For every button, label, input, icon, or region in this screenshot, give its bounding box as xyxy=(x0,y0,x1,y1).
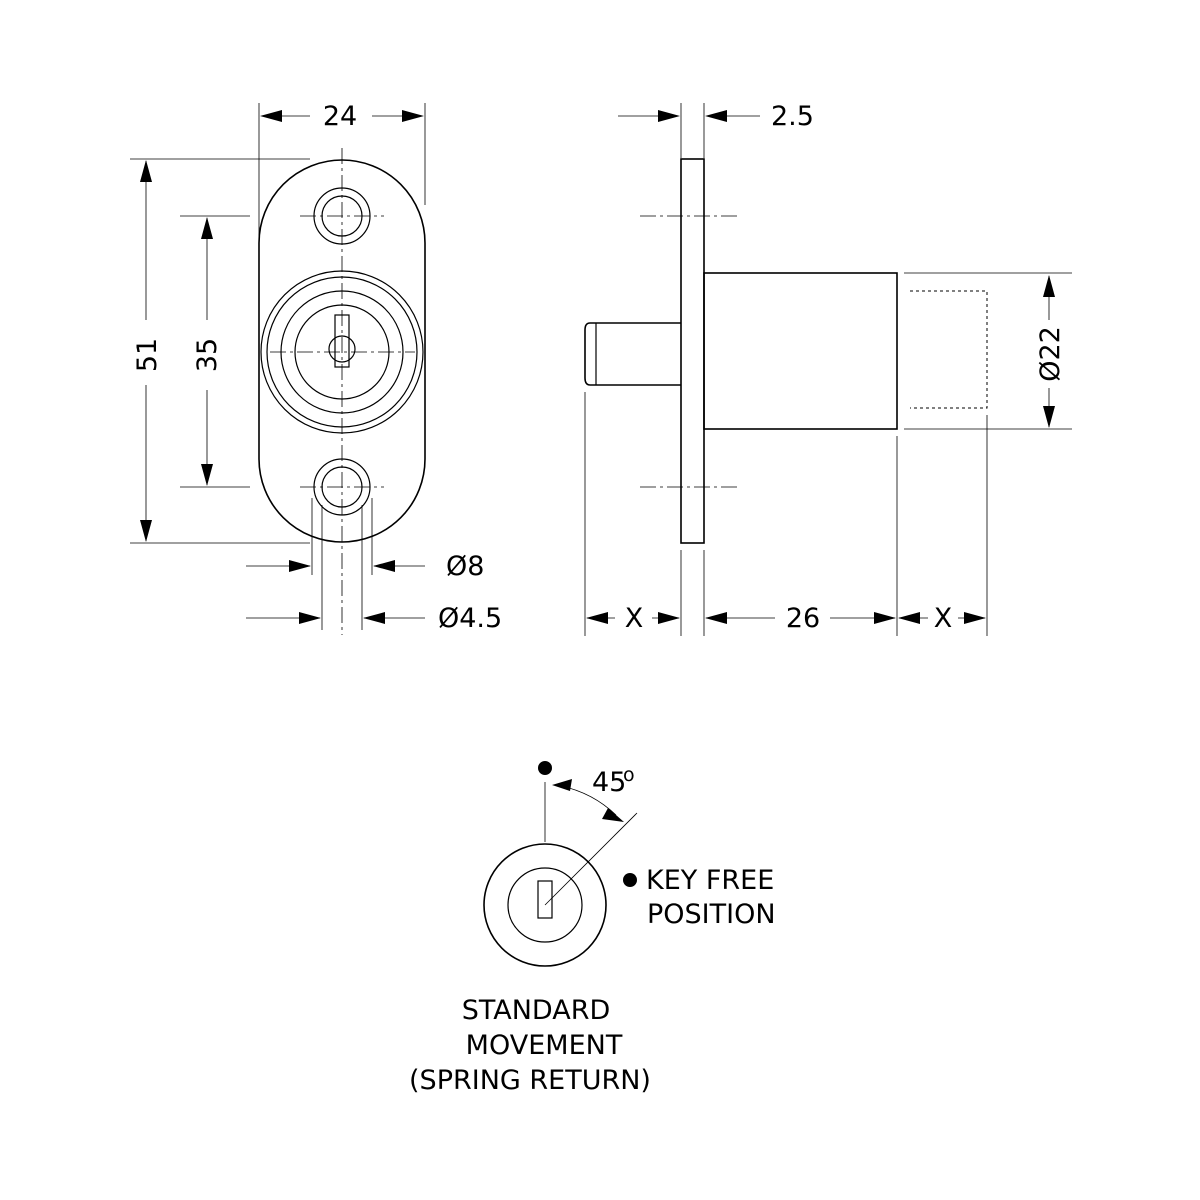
dim-body-diameter: Ø22 xyxy=(1035,275,1066,428)
dim-head-diameter-text: Ø8 xyxy=(446,551,484,582)
key-cylinder-inner xyxy=(507,867,583,943)
movement-label-line1: STANDARD xyxy=(462,995,611,1026)
dim-hole-diameter: Ø4.5 xyxy=(246,603,502,634)
dim-flange-thickness: 2.5 xyxy=(618,101,814,132)
dim-body-diameter-text: Ø22 xyxy=(1035,326,1066,382)
dim-flange-thickness-text: 2.5 xyxy=(771,101,814,132)
side-plunger-pin xyxy=(584,322,681,386)
key-cylinder-outer xyxy=(483,843,607,967)
dim-head-diameter: Ø8 xyxy=(246,551,484,582)
bottom-hole-inner xyxy=(321,466,363,508)
key-position-view: 45 o KEY FREE POSITION STANDARD MOVEMENT… xyxy=(409,761,776,1096)
front-keyway-hub xyxy=(328,335,356,363)
key-free-label-line1: KEY FREE xyxy=(646,865,774,896)
dim-projection-left: X xyxy=(586,603,680,634)
dim-hole-diameter-text: Ø4.5 xyxy=(438,603,502,634)
key-free-label-line2: POSITION xyxy=(647,899,776,930)
dim-projection-right-text: X xyxy=(934,603,953,634)
movement-label-line2: MOVEMENT xyxy=(466,1030,623,1061)
side-flange xyxy=(680,158,705,544)
dim-width-text: 24 xyxy=(323,101,357,132)
side-hidden-projection xyxy=(910,290,988,409)
angle-label: 45 xyxy=(592,767,626,798)
dim-projection-left-text: X xyxy=(625,603,644,634)
side-view: 2.5 Ø22 X 26 xyxy=(584,101,1072,636)
key-start-dot xyxy=(538,761,552,775)
dim-width-24: 24 xyxy=(260,101,424,132)
top-hole-inner xyxy=(321,195,363,237)
side-body xyxy=(703,272,898,430)
top-hole-outer xyxy=(313,187,371,245)
key-free-dot xyxy=(623,873,637,887)
key-45-degree-line xyxy=(544,812,638,906)
cylinder-ring-1 xyxy=(260,270,424,434)
dim-hole-spacing-35: 35 xyxy=(192,217,223,486)
angle-unit: o xyxy=(623,764,635,786)
dim-hole-spacing-text: 35 xyxy=(192,338,223,372)
front-plate-outline xyxy=(258,159,426,543)
cylinder-ring-2 xyxy=(266,276,418,428)
dim-body-length: 26 xyxy=(705,603,896,634)
dim-height-51: 51 xyxy=(132,160,163,542)
dim-body-length-text: 26 xyxy=(786,603,820,634)
dim-projection-right: X xyxy=(898,603,986,634)
cylinder-ring-3 xyxy=(280,290,404,414)
cylinder-ring-4 xyxy=(294,304,390,400)
bottom-hole-outer xyxy=(313,458,371,516)
key-slot xyxy=(537,880,553,919)
dim-height-text: 51 xyxy=(132,338,163,372)
front-keyway xyxy=(334,314,350,368)
front-view: 24 51 35 Ø8 xyxy=(130,101,502,635)
movement-label-line3: (SPRING RETURN) xyxy=(409,1065,651,1096)
